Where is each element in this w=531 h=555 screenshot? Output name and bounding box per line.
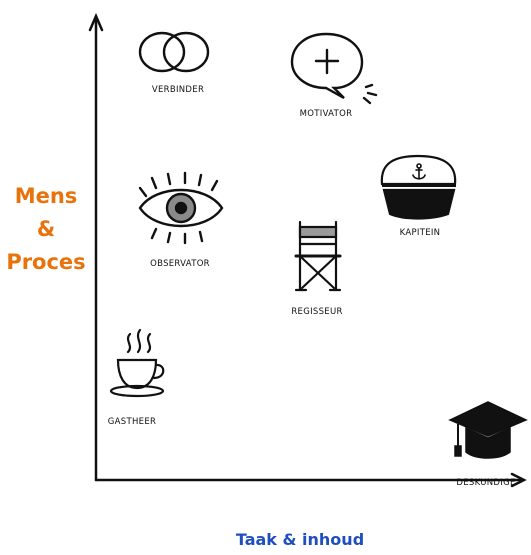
role-label-observator: OBSERVATOR [150, 259, 210, 269]
speech-bubble-plus-icon [290, 32, 378, 105]
coffee-cup-icon [109, 328, 165, 398]
captain-hat-icon [380, 154, 457, 220]
y-axis-label-line: Proces [6, 250, 86, 274]
role-label-gastheer: GASTHEER [108, 417, 156, 427]
director-chair-icon [294, 220, 342, 292]
y-axis-label-line: & [36, 217, 56, 241]
role-label-kapitein: KAPITEIN [400, 228, 441, 238]
y-axis-label: Mens & Proces [4, 180, 88, 279]
x-axis [94, 472, 527, 488]
eye-icon [138, 171, 224, 245]
role-label-deskundige: DESKUNDIGE [456, 478, 515, 488]
role-label-verbinder: VERBINDER [152, 85, 204, 95]
venn-circles-icon [138, 31, 210, 73]
y-axis-label-line: Mens [14, 184, 78, 208]
y-axis [88, 12, 104, 482]
x-axis-label: Taak & inhoud [235, 530, 365, 549]
role-label-motivator: MOTIVATOR [300, 109, 353, 119]
graduation-cap-icon [448, 401, 528, 459]
role-label-regisseur: REGISSEUR [291, 307, 342, 317]
